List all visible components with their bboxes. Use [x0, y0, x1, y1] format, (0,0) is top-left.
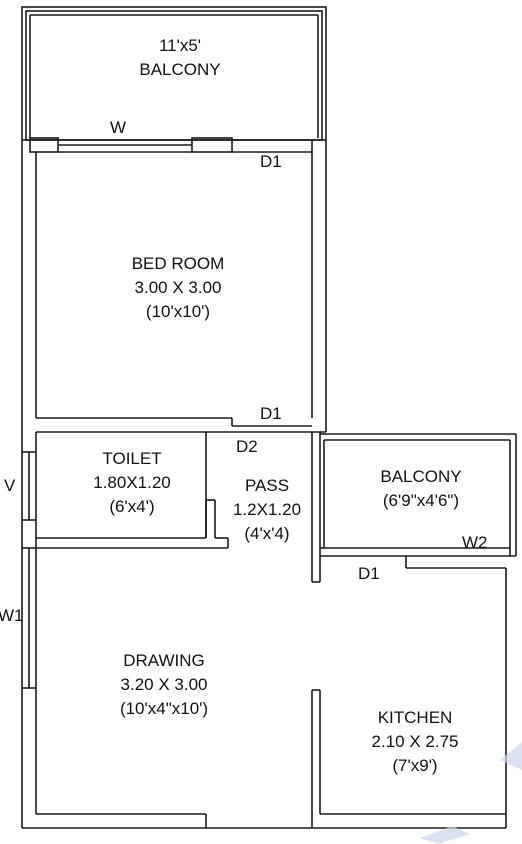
window-w-tag: W — [110, 118, 127, 137]
drawing-name: DRAWING — [123, 651, 205, 670]
bedroom-name: BED ROOM — [131, 254, 225, 273]
bottom-exterior-wall — [22, 813, 506, 829]
balcony-top-label: 11'x5' BALCONY — [139, 34, 220, 82]
drawing-size-m: 3.20 X 3.00 — [120, 675, 208, 694]
bedroom-right-wall — [232, 140, 327, 432]
kitchen-name: KITCHEN — [377, 708, 453, 727]
kitchen-walls — [311, 556, 507, 828]
toilet-walls — [36, 432, 229, 549]
pass-name: PASS — [244, 476, 290, 495]
door-d1-bedroom-top-tag: D1 — [260, 152, 282, 171]
toilet-size-m: 1.80X1.20 — [93, 473, 171, 492]
door-d2-tag: D2 — [236, 437, 258, 456]
window-w — [29, 137, 233, 153]
kitchen-size-m: 2.10 X 2.75 — [371, 732, 459, 751]
watermark-mark — [420, 742, 522, 844]
door-d1-balcony-tag: D1 — [358, 564, 380, 583]
balcony-top-size: 11'x5' — [158, 36, 202, 55]
toilet-label: TOILET 1.80X1.20 (6'x4') — [93, 447, 171, 519]
left-exterior-wall — [21, 140, 37, 828]
toilet-name: TOILET — [102, 449, 162, 468]
door-d1-bedroom-bottom-tag: D1 — [260, 404, 282, 423]
balcony-right-size-ft: (6'9"x4'6") — [382, 491, 460, 510]
kitchen-size-ft: (7'x9') — [392, 756, 438, 775]
window-v-tag: V — [4, 476, 16, 495]
bedroom-size-m: 3.00 X 3.00 — [134, 278, 222, 297]
bedroom-label: BED ROOM 3.00 X 3.00 (10'x10') — [132, 252, 225, 324]
balcony-right-name: BALCONY — [380, 467, 462, 486]
bedroom-size-ft: (10'x10') — [145, 302, 211, 321]
window-w2-tag: W2 — [462, 533, 488, 552]
toilet-size-ft: (6'x4') — [109, 497, 155, 516]
window-w1-tag: W1 — [0, 606, 24, 625]
right-balcony-walls — [320, 433, 517, 557]
balcony-top-name: BALCONY — [139, 60, 221, 79]
pass-label: PASS 1.2X1.20 (4'x'4) — [233, 474, 301, 546]
pass-size-m: 1.2X1.20 — [232, 500, 302, 519]
balcony-right-label: BALCONY (6'9"x4'6") — [380, 465, 461, 513]
drawing-size-ft: (10'x4"x10') — [119, 699, 209, 718]
bedroom-bottom-wall — [36, 417, 326, 433]
kitchen-label: KITCHEN 2.10 X 2.75 (7'x9') — [372, 706, 459, 778]
top-balcony-walls — [21, 6, 327, 141]
pass-size-ft: (4'x'4) — [244, 524, 290, 543]
drawing-label: DRAWING 3.20 X 3.00 (10'x4"x10') — [120, 649, 208, 721]
pass-right-wall — [311, 432, 321, 583]
